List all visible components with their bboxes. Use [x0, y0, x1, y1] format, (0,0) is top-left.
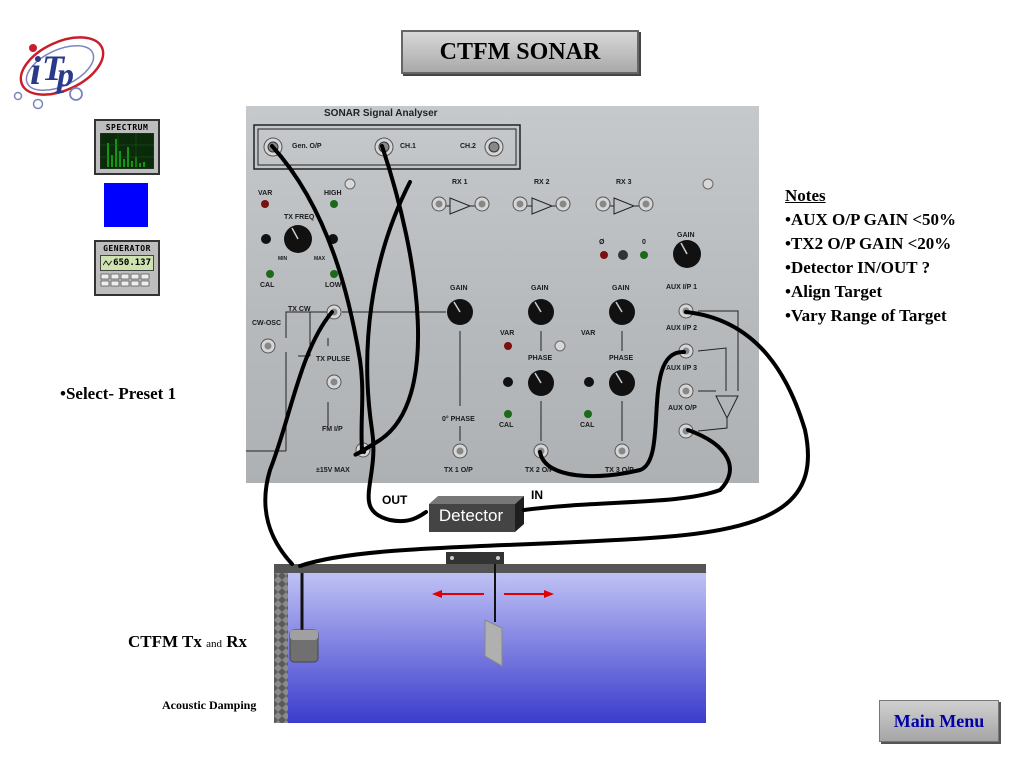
notes-item: •Align Target: [785, 282, 883, 301]
generator-display: 650.137: [100, 255, 154, 271]
gain2-label: GAIN: [531, 285, 549, 292]
rx1-label: RX 1: [452, 179, 468, 186]
aux-ip3-label: AUX I/P 3: [666, 365, 697, 372]
gen-op-label: Gen. O/P: [292, 143, 322, 150]
high-label: HIGH: [324, 190, 342, 197]
water-tank: [274, 552, 706, 723]
svg-text:p: p: [54, 57, 74, 94]
fm-ip-label: FM I/P: [322, 426, 343, 433]
notes-item: •Vary Range of Target: [785, 306, 947, 325]
notes-item: •AUX O/P GAIN <50%: [785, 210, 957, 229]
aux-op-label: AUX O/P: [668, 405, 697, 412]
acoustic-damping-strip: [274, 568, 288, 723]
cal-label: CAL: [260, 282, 275, 289]
cal3-label: CAL: [580, 422, 595, 429]
waveform-icon: [103, 260, 112, 266]
var3-label: VAR: [581, 330, 596, 337]
phase2-label: PHASE: [528, 355, 553, 362]
notes-item: •Detector IN/OUT ?: [785, 258, 931, 277]
and-text: and: [206, 638, 222, 650]
gain1-label: GAIN: [450, 285, 468, 292]
page-title: CTFM SONAR: [401, 30, 639, 74]
tx-pulse-label: TX PULSE: [316, 356, 351, 363]
notes-item: •TX2 O/P GAIN <20%: [785, 234, 952, 253]
generator-readout: 650.137: [113, 258, 151, 268]
acoustic-damping-label: Acoustic Damping: [162, 698, 257, 712]
zero-label: 0: [642, 239, 646, 246]
zero-phase-label: 0° PHASE: [442, 416, 475, 423]
tx2-op-label: TX 2 O/P: [525, 467, 554, 474]
spectrum-label: SPECTRUM: [105, 123, 149, 132]
ctfm-tx-text: CTFM Tx: [128, 632, 202, 651]
tx1-op-label: TX 1 O/P: [444, 467, 473, 474]
keypad-icon: [100, 273, 150, 287]
blue-square-button[interactable]: [104, 183, 148, 227]
generator-label: GENERATOR: [103, 244, 151, 253]
tx-freq-max-label: MAX: [314, 256, 326, 262]
tx-freq-min-label: MIN: [278, 256, 288, 262]
detector-out-label: OUT: [382, 493, 408, 507]
low-label: LOW: [325, 282, 342, 289]
tx3-op-label: TX 3 O/P: [605, 467, 634, 474]
panel-title: SONAR Signal Analyser: [324, 108, 438, 119]
svg-text:i: i: [30, 48, 41, 93]
notes-heading: Notes: [785, 186, 826, 205]
notes-list: Notes •AUX O/P GAIN <50% •TX2 O/P GAIN <…: [785, 184, 956, 328]
spectrum-button[interactable]: SPECTRUM: [94, 119, 160, 175]
aux-ip2-label: AUX I/P 2: [666, 325, 697, 332]
ch2-label: CH.2: [460, 143, 476, 150]
cw-osc-label: CW-OSC: [252, 320, 282, 327]
tx-freq-label: TX FREQ: [284, 214, 315, 221]
detector-label: Detector: [438, 506, 504, 525]
ch1-label: CH.1: [400, 143, 416, 150]
var2-label: VAR: [500, 330, 515, 337]
ctfm-tx-rx-label: CTFM Tx and Rx: [128, 632, 247, 652]
phase3-label: PHASE: [609, 355, 634, 362]
tx-cw-label: TX CW: [288, 306, 311, 313]
aux-gain-label: GAIN: [677, 232, 695, 239]
main-menu-button[interactable]: Main Menu: [879, 700, 999, 742]
cal2-label: CAL: [499, 422, 514, 429]
generator-button[interactable]: GENERATOR 650.137: [94, 240, 160, 296]
phi-label: Ø: [599, 239, 605, 246]
gain3-label: GAIN: [612, 285, 630, 292]
select-preset-text: •Select- Preset 1: [60, 384, 177, 403]
var-label: VAR: [258, 190, 273, 197]
svg-text:T: T: [42, 48, 66, 88]
spectrum-graph-icon: [100, 133, 154, 169]
sonar-signal-analyser-panel: SONAR Signal Analyser Gen. O/P CH.1 CH.2…: [246, 106, 759, 483]
aux-ip1-label: AUX I/P 1: [666, 284, 697, 291]
detector-in-label: IN: [531, 488, 543, 502]
itp-logo: i T p: [13, 36, 105, 110]
rx2-label: RX 2: [534, 179, 550, 186]
rx-text: Rx: [226, 632, 247, 651]
rx3-label: RX 3: [616, 179, 632, 186]
v15-max-label: ±15V MAX: [316, 467, 350, 474]
